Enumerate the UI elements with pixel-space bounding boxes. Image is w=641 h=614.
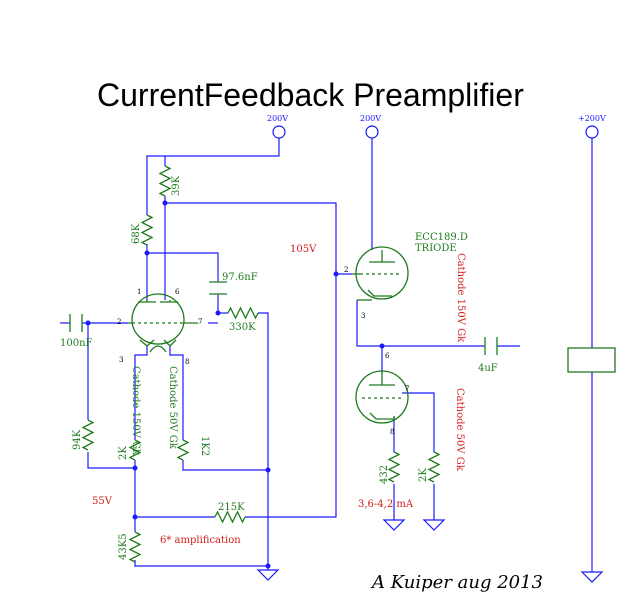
pin-6-label: 6 [175, 288, 180, 296]
pin-7r-label: 7 [405, 385, 409, 393]
author-signature: A Kuiper aug 2013 [370, 572, 543, 593]
note-left-cathode-50: Cathode 50V Gk [167, 366, 178, 450]
double-triode-tube-left [128, 293, 198, 353]
resistor-432-label: 432 [379, 465, 390, 484]
voltage-55v: 55V [92, 496, 113, 507]
diagram-title: CurrentFeedback Preamplifier [97, 77, 524, 113]
supply-label-right: +200V [578, 114, 606, 123]
wiring [60, 138, 593, 572]
resistor-330k-label: 330K [229, 322, 256, 333]
ground-symbol-mid-2 [422, 519, 446, 531]
component-box [567, 347, 616, 373]
resistor-68k: 68K [131, 214, 154, 246]
supply-terminal-left: 200V [267, 114, 288, 139]
resistor-1k2-label: 1K2 [199, 436, 210, 456]
capacitor-97-6nf: 97.6nF [209, 272, 258, 295]
pin-8-label: 8 [185, 358, 189, 366]
resistor-215k: 215K [214, 502, 246, 524]
pin-3-label: 3 [119, 356, 123, 364]
pin-6r-label: 6 [385, 352, 390, 360]
resistor-215k-label: 215K [218, 502, 245, 513]
resistor-94k: 94K [72, 419, 95, 451]
ground-symbol-left [256, 569, 280, 581]
note-left-cathode-150: Cathode 150V Gk [130, 366, 141, 456]
supply-label-left: 200V [267, 114, 288, 123]
capacitor-100nf: 100nF [60, 314, 93, 349]
pin-7-label: 7 [198, 318, 202, 326]
pin-3r-label: 3 [361, 312, 365, 320]
resistor-1k2: 1K2 [176, 436, 210, 461]
triode-tube-right-bottom [355, 370, 409, 424]
junction-dots [85, 200, 385, 569]
resistor-2k-left: 2K [118, 439, 142, 461]
ground-symbol-right [580, 571, 604, 583]
capacitor-100nf-label: 100nF [60, 338, 93, 349]
pin-2-label: 2 [117, 318, 121, 326]
note-right-cathode-150: Cathode 150V Gk [455, 253, 466, 343]
amplification-label: 6* amplification [160, 535, 241, 546]
ground-symbol-mid-1 [382, 519, 406, 531]
current-label: 3,6-4,2 mA [358, 499, 414, 510]
pin-2r-label: 2 [344, 266, 348, 274]
resistor-39k: 39K [158, 165, 182, 197]
capacitor-4uf-label: 4uF [478, 363, 498, 374]
supply-label-middle: 200V [360, 114, 381, 123]
supply-terminal-right: +200V [578, 114, 606, 139]
pin-1-label: 1 [137, 288, 141, 296]
resistor-68k-label: 68K [131, 223, 142, 244]
tube-label-line2: TRIODE [415, 243, 457, 254]
resistor-2k-right: 2K [418, 451, 441, 483]
resistor-2k-right-label: 2K [418, 468, 429, 482]
voltage-105v: 105V [290, 244, 317, 255]
resistor-43k5: 43K5 [118, 531, 142, 563]
resistor-432: 432 [379, 451, 401, 484]
note-right-cathode-50: Cathode 50V Gk [454, 388, 465, 472]
resistor-94k-label: 94K [72, 429, 83, 450]
resistor-39k-label: 39K [171, 175, 182, 196]
pin-8r-label: 8 [390, 428, 394, 436]
supply-terminal-middle: 200V [360, 114, 381, 139]
resistor-2k-left-label: 2K [118, 446, 129, 460]
resistor-43k5-label: 43K5 [118, 533, 129, 560]
resistor-330k: 330K [227, 306, 259, 333]
triode-tube-right-top [352, 246, 409, 301]
tube-label-line1: ECC189.D [415, 232, 468, 243]
capacitor-97-6nf-label: 97.6nF [222, 272, 258, 283]
capacitor-4uf: 4uF [478, 337, 498, 374]
